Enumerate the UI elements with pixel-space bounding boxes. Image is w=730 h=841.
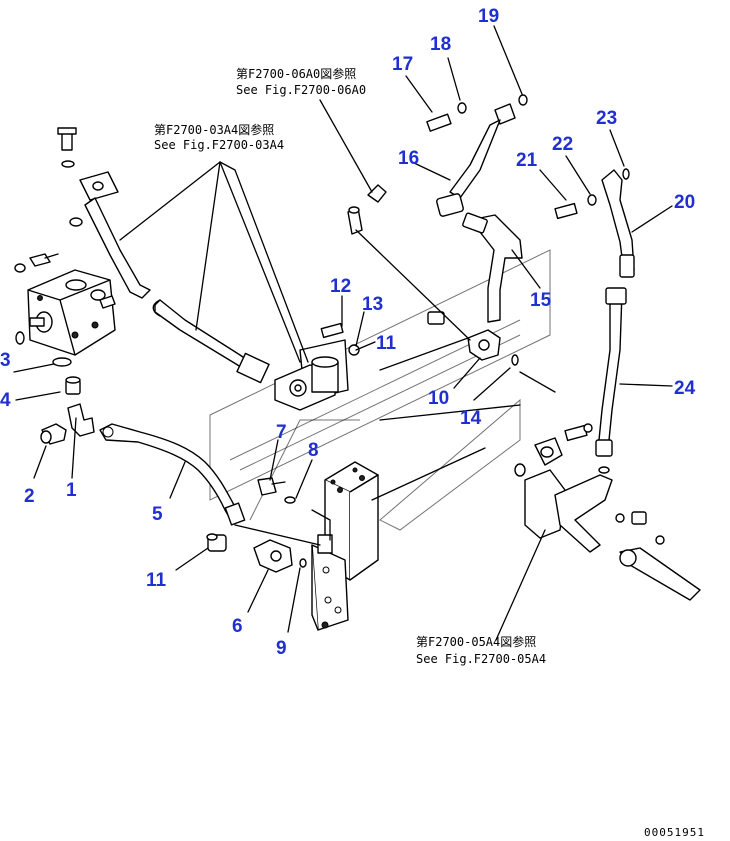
callout-3: 3 (0, 350, 11, 371)
left-lower-fittings (40, 357, 95, 445)
callout-11-upper: 11 (376, 333, 397, 354)
callout-22: 22 (552, 134, 573, 155)
callout-14: 14 (460, 408, 482, 429)
drawing-code: 00051951 (644, 826, 705, 839)
callout-20: 20 (674, 192, 695, 213)
callout-21: 21 (516, 150, 538, 171)
callout-10: 10 (428, 388, 449, 409)
ref-05a4-jp: 第F2700-05A4図参照 (416, 634, 536, 649)
callout-1: 1 (66, 480, 77, 501)
ref-05a4-en: See Fig.F2700-05A4 (416, 652, 546, 666)
ref-03a4-en: See Fig.F2700-03A4 (154, 138, 284, 152)
ref-06a0-jp: 第F2700-06A0図参照 (236, 66, 356, 81)
callout-13: 13 (362, 294, 383, 315)
callout-19: 19 (478, 6, 499, 27)
hydraulic-pump (14, 253, 116, 356)
callout-6: 6 (232, 616, 243, 637)
lower-fittings (206, 477, 307, 573)
callout-23: 23 (596, 108, 617, 129)
callout-4: 4 (0, 390, 11, 411)
callout-18: 18 (430, 34, 451, 55)
callout-numbers: 1 2 3 4 5 6 7 8 9 10 11 11 12 13 14 15 1… (0, 6, 696, 659)
callout-8: 8 (308, 440, 319, 461)
callout-7: 7 (276, 422, 287, 443)
filter-tank (311, 461, 379, 631)
reference-labels: 第F2700-06A0図参照 See Fig.F2700-06A0 第F2700… (154, 66, 546, 666)
upper-right-fittings (320, 94, 528, 366)
callout-12: 12 (330, 276, 351, 297)
callout-9: 9 (276, 638, 287, 659)
right-side-assembly (514, 168, 701, 601)
callout-15: 15 (530, 290, 552, 311)
leader-lines (13, 25, 673, 641)
ref-03a4-jp: 第F2700-03A4図参照 (154, 122, 274, 137)
pump-outlet-pipe (57, 127, 151, 299)
ref-06a0-en: See Fig.F2700-06A0 (236, 83, 366, 97)
hose-5 (99, 423, 246, 526)
callout-17: 17 (392, 54, 413, 75)
callout-24: 24 (674, 378, 696, 399)
callout-11-lower: 11 (146, 570, 167, 591)
callout-16: 16 (398, 148, 419, 169)
callout-5: 5 (152, 504, 163, 525)
callout-2: 2 (24, 486, 35, 507)
center-hose-assembly (152, 299, 349, 411)
